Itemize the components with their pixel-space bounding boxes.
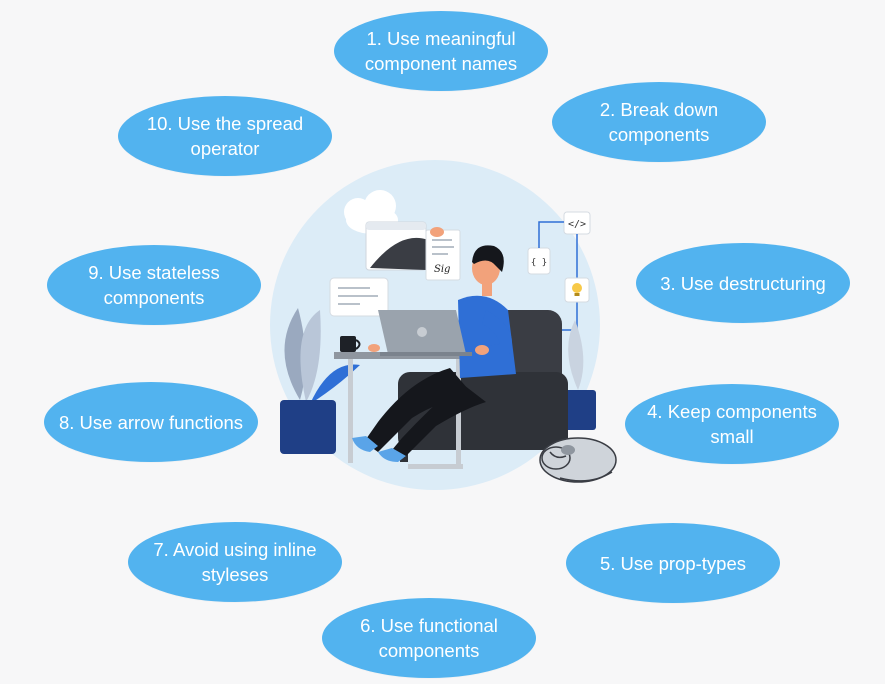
tip-10-label: 10. Use the spread operator bbox=[146, 113, 304, 159]
plant-right-icon bbox=[562, 320, 596, 430]
tip-7-pill: 7. Avoid using inline styleses bbox=[128, 522, 342, 602]
cloud-icon bbox=[344, 190, 398, 234]
laptop-icon bbox=[378, 310, 472, 356]
tip-4-pill: 4. Keep components small bbox=[625, 384, 839, 464]
tip-2-pill: 2. Break down components bbox=[552, 82, 766, 162]
tip-6-pill: 6. Use functional components bbox=[322, 598, 536, 678]
code-tag-icon: </> bbox=[563, 211, 591, 235]
signature-text: Sig bbox=[434, 264, 450, 275]
braces-text: { } bbox=[531, 258, 547, 268]
plant-left-icon bbox=[280, 308, 360, 454]
tip-10-pill: 10. Use the spread operator bbox=[118, 96, 332, 176]
tip-5-label: 5. Use prop-types bbox=[599, 552, 746, 574]
tip-3-pill: 3. Use destructuring bbox=[636, 243, 850, 323]
tip-9-label: 9. Use stateless components bbox=[88, 262, 220, 308]
tip-9-pill: 9. Use stateless components bbox=[47, 245, 261, 325]
coffee-mug-icon bbox=[340, 336, 361, 352]
tip-4-label: 4. Keep components small bbox=[647, 401, 817, 447]
note-card-icon bbox=[329, 277, 389, 317]
tip-8-label: 8. Use arrow functions bbox=[58, 411, 244, 433]
tip-8-pill: 8. Use arrow functions bbox=[44, 382, 258, 462]
braces-icon: { } bbox=[527, 247, 551, 275]
developer-illustration: Sig </> { } bbox=[270, 160, 617, 490]
signed-document-icon: Sig bbox=[425, 229, 461, 281]
tip-2-label: 2. Break down components bbox=[599, 99, 719, 145]
developer-person bbox=[352, 245, 516, 462]
tip-6-label: 6. Use functional components bbox=[360, 615, 498, 661]
tip-1-label: 1. Use meaningful component names bbox=[364, 28, 518, 74]
tip-1-pill: 1. Use meaningful component names bbox=[334, 11, 548, 91]
tip-7-label: 7. Avoid using inline styleses bbox=[153, 539, 317, 585]
sleeping-dog-icon bbox=[539, 437, 617, 483]
tip-5-pill: 5. Use prop-types bbox=[566, 523, 780, 603]
code-tag-text: </> bbox=[568, 219, 586, 230]
tip-3-label: 3. Use destructuring bbox=[660, 272, 826, 294]
lightbulb-icon bbox=[564, 277, 590, 303]
browser-window-icon bbox=[365, 221, 428, 271]
